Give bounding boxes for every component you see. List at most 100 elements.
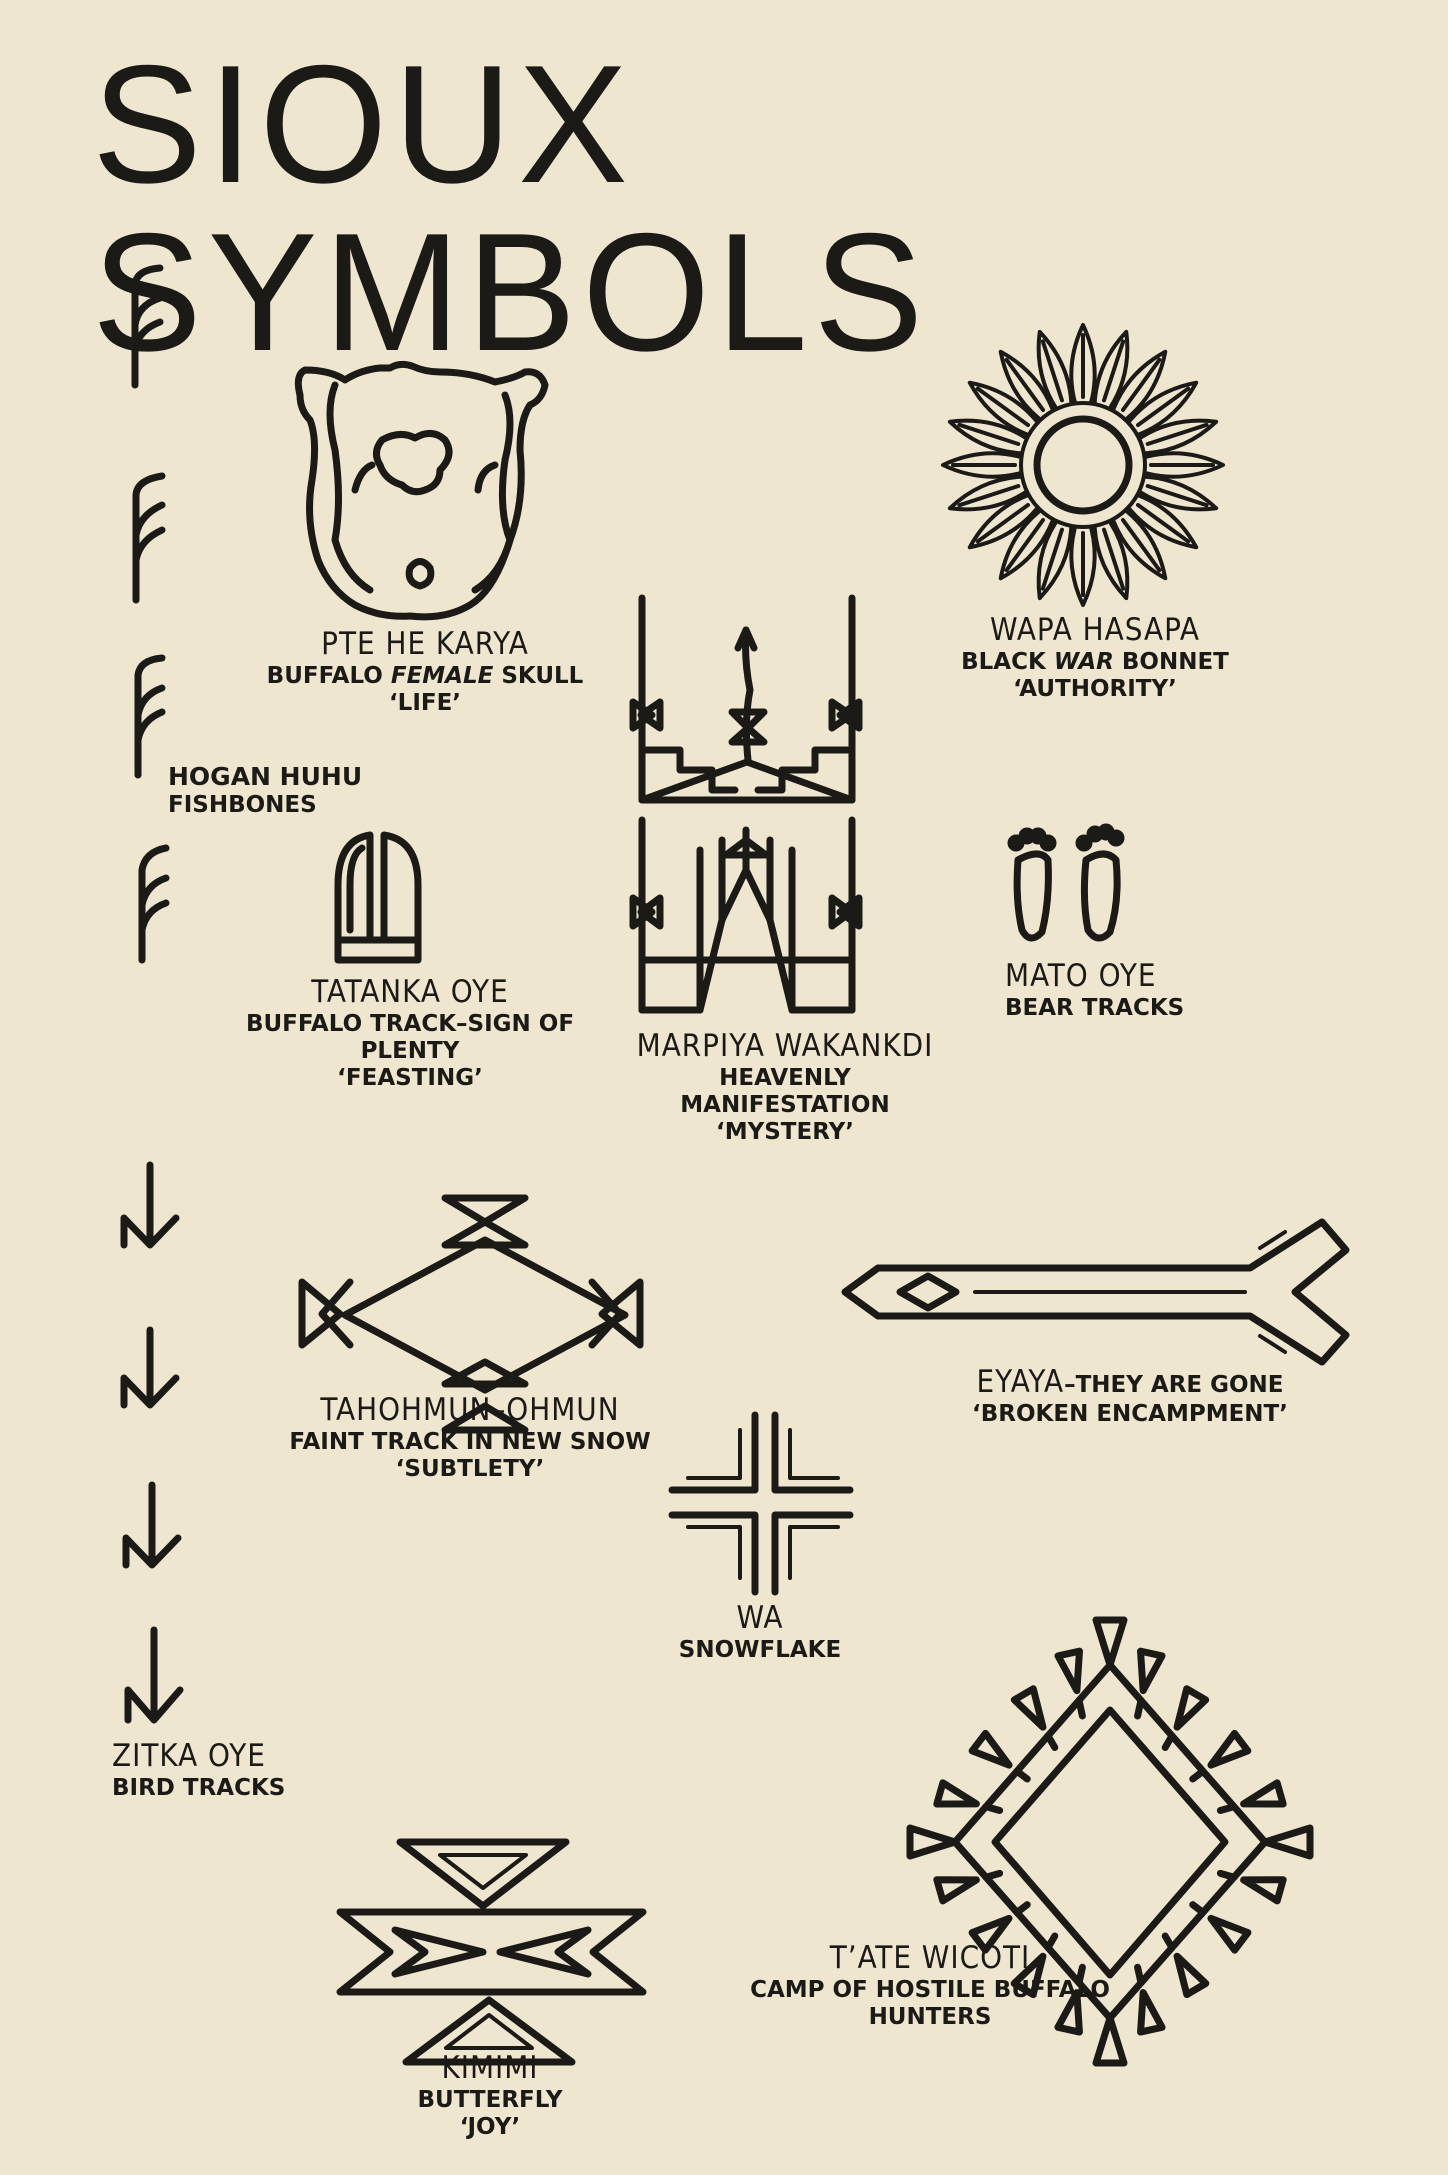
- camp-flag: [1137, 1989, 1166, 2036]
- feather-rib: [1004, 518, 1046, 573]
- symbol-concept: ‘MYSTERY’: [715, 1118, 855, 1145]
- camp-flag: [1240, 1779, 1287, 1808]
- lattice-line: [1189, 1901, 1207, 1916]
- lattice-line: [1044, 1732, 1059, 1751]
- symbol-name: WAPA HASAPA: [989, 612, 1201, 648]
- lattice-line: [1013, 1767, 1031, 1783]
- butterfly-icon: [336, 1838, 647, 2066]
- lattice-line: [1075, 1696, 1086, 1720]
- label-wapa-hasapa: WAPA HASAPA BLACK WAR BONNET ‘AUTHORITY’: [935, 612, 1255, 703]
- lattice-line: [1013, 1901, 1031, 1916]
- feather-petal: [1092, 329, 1130, 410]
- buffalo-skull-icon: [294, 360, 549, 621]
- symbol-name: PTE HE KARYA: [321, 626, 529, 662]
- symbol-name: EYAYA: [976, 1364, 1065, 1400]
- feather-petal: [1127, 380, 1199, 437]
- lattice-line: [1161, 1932, 1176, 1952]
- symbol-name-line: EYAYA–THEY ARE GONE: [976, 1364, 1283, 1400]
- feather-rib: [1145, 484, 1209, 508]
- feather-rib: [1040, 339, 1064, 403]
- broken-encampment-icon: [841, 1218, 1350, 1366]
- symbol-name: TAHOHMUN–OHMUN: [320, 1392, 620, 1428]
- lattice-line: [1134, 1963, 1145, 1987]
- feather-rib: [975, 502, 1030, 544]
- label-marpiya-wakankdi: MARPIYA WAKANKDI HEAVENLY MANIFESTATION …: [615, 1028, 955, 1146]
- camp-flag: [933, 1876, 980, 1905]
- label-pte-he-karya: PTE HE KARYA BUFFALO FEMALE SKULL ‘LIFE’: [255, 626, 595, 717]
- camp-flag: [968, 1914, 1013, 1954]
- feather-petal: [1111, 509, 1168, 581]
- feather-petal: [1036, 329, 1074, 410]
- bear-tracks-icon: [1007, 823, 1125, 942]
- label-eyaya: EYAYA–THEY ARE GONE ‘BROKEN ENCAMPMENT’: [930, 1364, 1330, 1428]
- hostile-camp-icon: [906, 1616, 1314, 2067]
- symbol-concept: ‘FEASTING’: [337, 1064, 483, 1091]
- camp-flag: [933, 1779, 980, 1808]
- symbol-meaning: BUFFALO FEMALE SKULL: [255, 663, 595, 690]
- symbol-meaning: BUFFALO TRACK–SIGN OF PLENTY: [245, 1010, 575, 1064]
- feather-petal: [1036, 520, 1074, 601]
- label-kimimi: KIMIMI BUTTERFLY ‘JOY’: [380, 2050, 600, 2141]
- camp-flag: [1054, 1647, 1083, 1695]
- feather-petal: [947, 418, 1028, 456]
- label-wa: WA SNOWFLAKE: [660, 1600, 860, 1664]
- symbol-meaning: –THEY ARE GONE: [1064, 1372, 1284, 1398]
- feather-rib: [1040, 527, 1064, 591]
- symbol-name: MARPIYA WAKANKDI: [636, 1028, 934, 1064]
- feather-rib: [957, 422, 1021, 446]
- symbol-name: T’ATE WICOTI: [829, 1940, 1031, 1976]
- label-hogan-huhu: HOGAN HUHU FISHBONES: [168, 762, 368, 819]
- feather-rib: [1120, 518, 1162, 573]
- war-bonnet-icon: [941, 323, 1225, 607]
- symbol-meaning: BLACK WAR BONNET: [935, 649, 1255, 676]
- feather-rib: [1136, 502, 1191, 544]
- buffalo-track-icon: [334, 831, 422, 964]
- bird-tracks-icon: [120, 1161, 184, 1724]
- symbol-concept: ‘JOY’: [459, 2113, 521, 2140]
- feather-petal: [941, 451, 1022, 479]
- meaning-emphasis: WAR: [1053, 648, 1114, 675]
- camp-corner-flag: [906, 1824, 959, 1860]
- camp-corner-flag: [1092, 1616, 1128, 1669]
- feather-petal: [1144, 451, 1225, 479]
- feather-petal: [998, 509, 1055, 581]
- feather-rib: [975, 386, 1030, 428]
- lattice-line: [1134, 1696, 1145, 1720]
- symbol-meaning: BIRD TRACKS: [112, 1774, 286, 1801]
- camp-flag: [1240, 1876, 1287, 1905]
- symbol-name: KIMIMI: [441, 2050, 539, 2086]
- feather-rib: [1102, 339, 1126, 403]
- camp-flag: [1173, 1685, 1210, 1731]
- lattice-line: [1044, 1932, 1059, 1952]
- feather-petal: [947, 474, 1028, 512]
- camp-flag: [1010, 1952, 1047, 1999]
- camp-corner-flag: [1261, 1824, 1314, 1860]
- feather-petal: [1138, 474, 1219, 512]
- camp-flag: [1207, 1914, 1252, 1954]
- symbol-meaning: FISHBONES: [168, 791, 317, 818]
- meaning-emphasis: FEMALE: [390, 662, 494, 689]
- symbol-concept: ‘AUTHORITY’: [1013, 675, 1177, 702]
- symbol-name: MATO OYE: [1005, 958, 1157, 994]
- heavenly-manifestation-icon: [629, 594, 863, 1014]
- symbol-name: HOGAN HUHU: [168, 762, 363, 791]
- feather-petal: [1069, 526, 1097, 607]
- feather-rib: [1136, 386, 1191, 428]
- symbol-name: ZITKA OYE: [112, 1738, 266, 1774]
- feather-rib: [1004, 357, 1046, 412]
- faint-track-icon: [298, 1194, 644, 1434]
- symbol-meaning: BUTTERFLY: [417, 2086, 563, 2113]
- symbol-concept: ‘BROKEN ENCAMPMENT’: [972, 1400, 1288, 1427]
- meaning-part: BONNET: [1113, 648, 1229, 675]
- meaning-part: BLACK: [961, 648, 1054, 675]
- symbol-name: WA: [736, 1600, 784, 1636]
- symbol-meaning-cont: HUNTERS: [868, 2003, 992, 2030]
- feather-rib: [1102, 527, 1126, 591]
- lattice-line: [1189, 1767, 1207, 1783]
- camp-flag: [1173, 1952, 1210, 1999]
- feather-petal: [1092, 520, 1130, 601]
- symbol-concept: ‘SUBTLETY’: [395, 1455, 545, 1482]
- label-tahohmun-ohmun: TAHOHMUN–OHMUN FAINT TRACK IN NEW SNOW ‘…: [280, 1392, 660, 1483]
- feather-petal: [1111, 349, 1168, 421]
